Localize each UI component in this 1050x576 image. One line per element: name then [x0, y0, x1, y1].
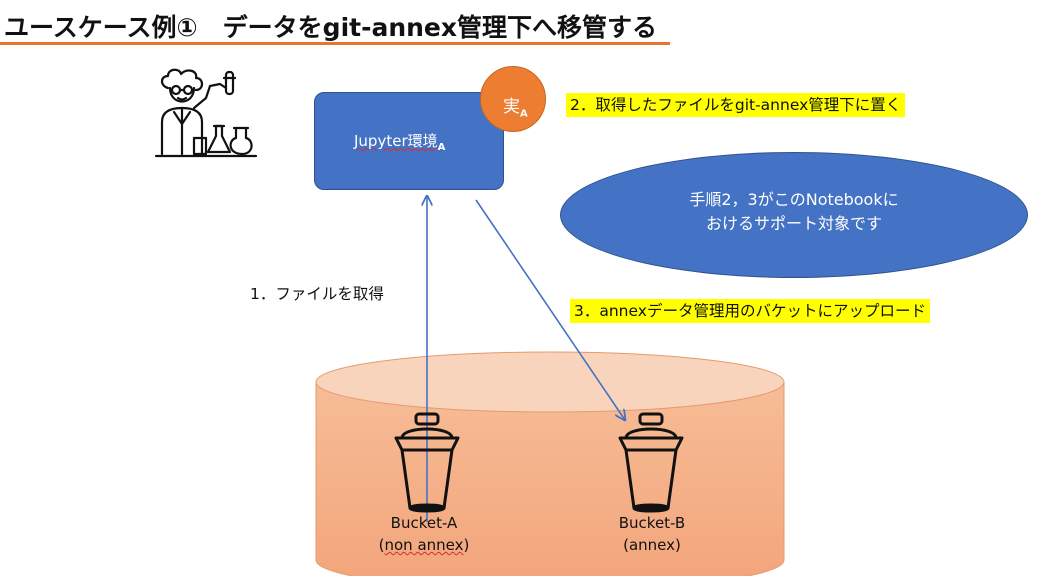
arrow-upload-file	[475, 199, 625, 420]
jupyter-label-subscript: A	[437, 142, 446, 153]
execution-label: 実A	[503, 92, 528, 119]
jupyter-environment-box	[314, 92, 504, 190]
execution-label-subscript: A	[520, 108, 528, 120]
execution-label-text: 実	[503, 97, 520, 117]
bucket-b-type: (annex)	[623, 536, 681, 554]
step2-callout: 2．取得したファイルをgit-annex管理下に置く	[566, 93, 906, 117]
bucket-b-name: Bucket-B	[618, 514, 686, 532]
support-note-line1: 手順2，3がこのNotebookに	[689, 190, 899, 209]
bucket-b-label: Bucket-B (annex)	[592, 512, 712, 556]
bucket-icon	[618, 412, 684, 513]
jupyter-label-text: Jupyter環境	[354, 132, 438, 150]
step1-label: 1．ファイルを取得	[250, 285, 384, 303]
step3-callout: 3．annexデータ管理用のバケットにアップロード	[570, 299, 930, 323]
scientist-icon	[154, 68, 258, 158]
bucket-a-label: Bucket-A (non annex)	[364, 512, 484, 556]
bucket-a-type: (non annex)	[378, 536, 470, 554]
jupyter-environment-label: Jupyter環境A	[354, 130, 445, 153]
bucket-a-name: Bucket-A	[390, 514, 458, 532]
title-underline	[0, 42, 670, 45]
bucket-icon	[394, 412, 460, 513]
bucket-a-type-text: non annex	[384, 536, 464, 554]
page-title: ユースケース例① データをgit-annex管理下へ移管する	[4, 13, 658, 42]
support-note-ellipse	[560, 152, 1028, 278]
support-note-line2: おけるサポート対象です	[705, 214, 882, 233]
execution-circle	[480, 66, 546, 132]
support-note-text: 手順2，3がこのNotebookに おけるサポート対象です	[560, 188, 1028, 236]
